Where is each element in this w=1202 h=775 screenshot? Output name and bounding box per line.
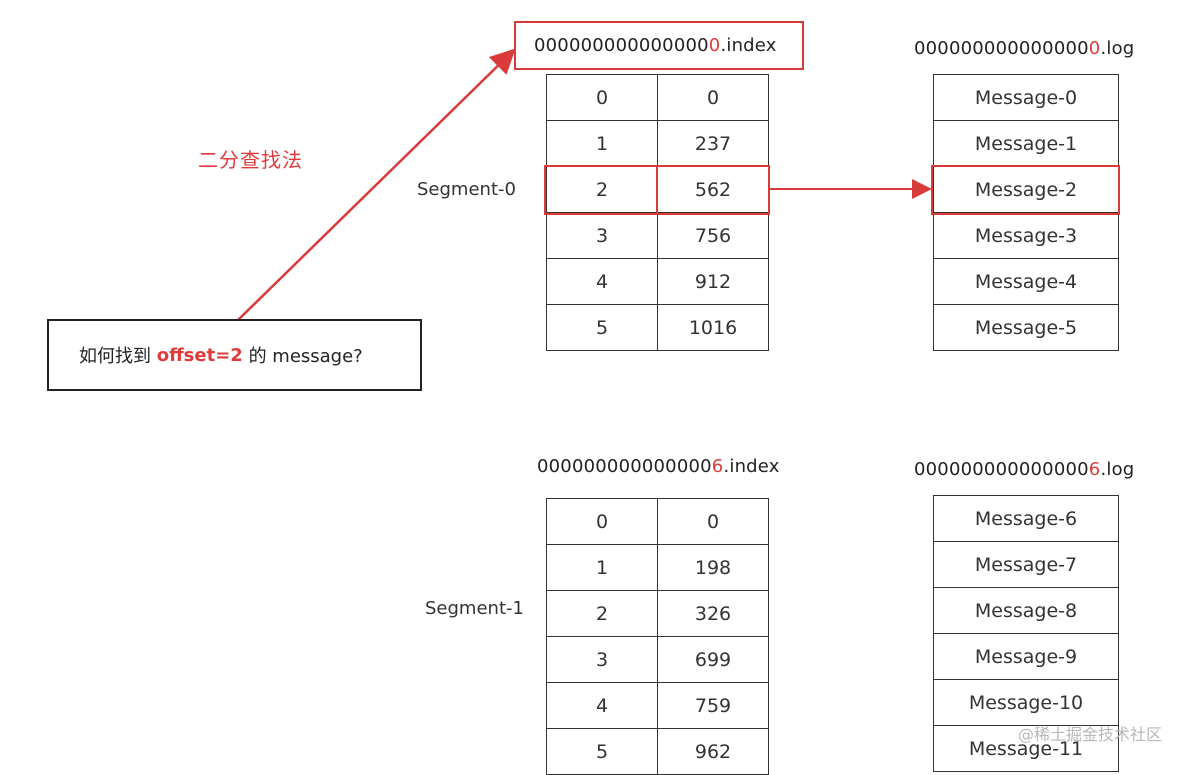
- segment-0-label: Segment-0: [417, 179, 516, 200]
- log-row: Message-0: [933, 74, 1119, 121]
- index-position: 0: [657, 498, 769, 545]
- index-position: 198: [657, 544, 769, 591]
- index-relative-offset: 3: [546, 636, 658, 683]
- index-relative-offset: 1: [546, 544, 658, 591]
- segment-0-index-filename-box: 0000000000000000.index: [514, 21, 804, 70]
- watermark: @稀土掘金技术社区: [1018, 725, 1163, 744]
- log-message: Message-4: [933, 258, 1119, 305]
- index-relative-offset: 0: [546, 74, 658, 121]
- index-relative-offset: 4: [546, 258, 658, 305]
- log-row: Message-5: [933, 304, 1119, 351]
- log-row: Message-2: [933, 166, 1119, 213]
- highlight-index-key: [544, 165, 658, 215]
- log-row: Message-9: [933, 633, 1119, 680]
- index-position: 1016: [657, 304, 769, 351]
- log-message: Message-0: [933, 74, 1119, 121]
- index-relative-offset: 2: [546, 166, 658, 213]
- segment-0-log-filename: 0000000000000000.log: [914, 38, 1135, 59]
- segment-1-label: Segment-1: [425, 598, 524, 619]
- log-message: Message-6: [933, 495, 1119, 542]
- log-message: Message-7: [933, 541, 1119, 588]
- segment-1-index-filename: 0000000000000006.index: [537, 456, 780, 477]
- question-offset: offset=2: [156, 344, 243, 366]
- log-message: Message-8: [933, 587, 1119, 634]
- index-position: 326: [657, 590, 769, 637]
- index-relative-offset: 1: [546, 120, 658, 167]
- log-row: Message-1: [933, 120, 1119, 167]
- log-row: Message-6: [933, 495, 1119, 542]
- question-suffix: 的 message?: [248, 346, 363, 367]
- index-position: 562: [657, 166, 769, 213]
- log-message: Message-2: [933, 166, 1119, 213]
- index-position: 0: [657, 74, 769, 121]
- log-row: Message-7: [933, 541, 1119, 588]
- highlight-index-position: [656, 165, 770, 215]
- index-relative-offset: 5: [546, 728, 658, 775]
- segment-1-log-filename: 0000000000000006.log: [914, 459, 1135, 480]
- question-prefix: 如何找到: [79, 346, 151, 367]
- index-relative-offset: 5: [546, 304, 658, 351]
- segment-0-index-filename: 0000000000000000.index: [534, 35, 777, 56]
- highlight-message: [931, 165, 1120, 215]
- log-message: Message-1: [933, 120, 1119, 167]
- log-message: Message-9: [933, 633, 1119, 680]
- index-position: 962: [657, 728, 769, 775]
- log-message: Message-3: [933, 212, 1119, 259]
- index-position: 912: [657, 258, 769, 305]
- index-relative-offset: 3: [546, 212, 658, 259]
- binary-search-label: 二分查找法: [198, 148, 303, 172]
- question-box: 如何找到 offset=2 的 message?: [47, 319, 422, 391]
- log-row: Message-10: [933, 679, 1119, 726]
- binary-search-arrow: [237, 48, 516, 321]
- index-position: 756: [657, 212, 769, 259]
- index-relative-offset: 0: [546, 498, 658, 545]
- log-message: Message-5: [933, 304, 1119, 351]
- log-row: Message-4: [933, 258, 1119, 305]
- index-relative-offset: 2: [546, 590, 658, 637]
- index-relative-offset: 4: [546, 682, 658, 729]
- log-row: Message-3: [933, 212, 1119, 259]
- log-message: Message-10: [933, 679, 1119, 726]
- index-position: 699: [657, 636, 769, 683]
- log-row: Message-8: [933, 587, 1119, 634]
- index-position: 237: [657, 120, 769, 167]
- index-position: 759: [657, 682, 769, 729]
